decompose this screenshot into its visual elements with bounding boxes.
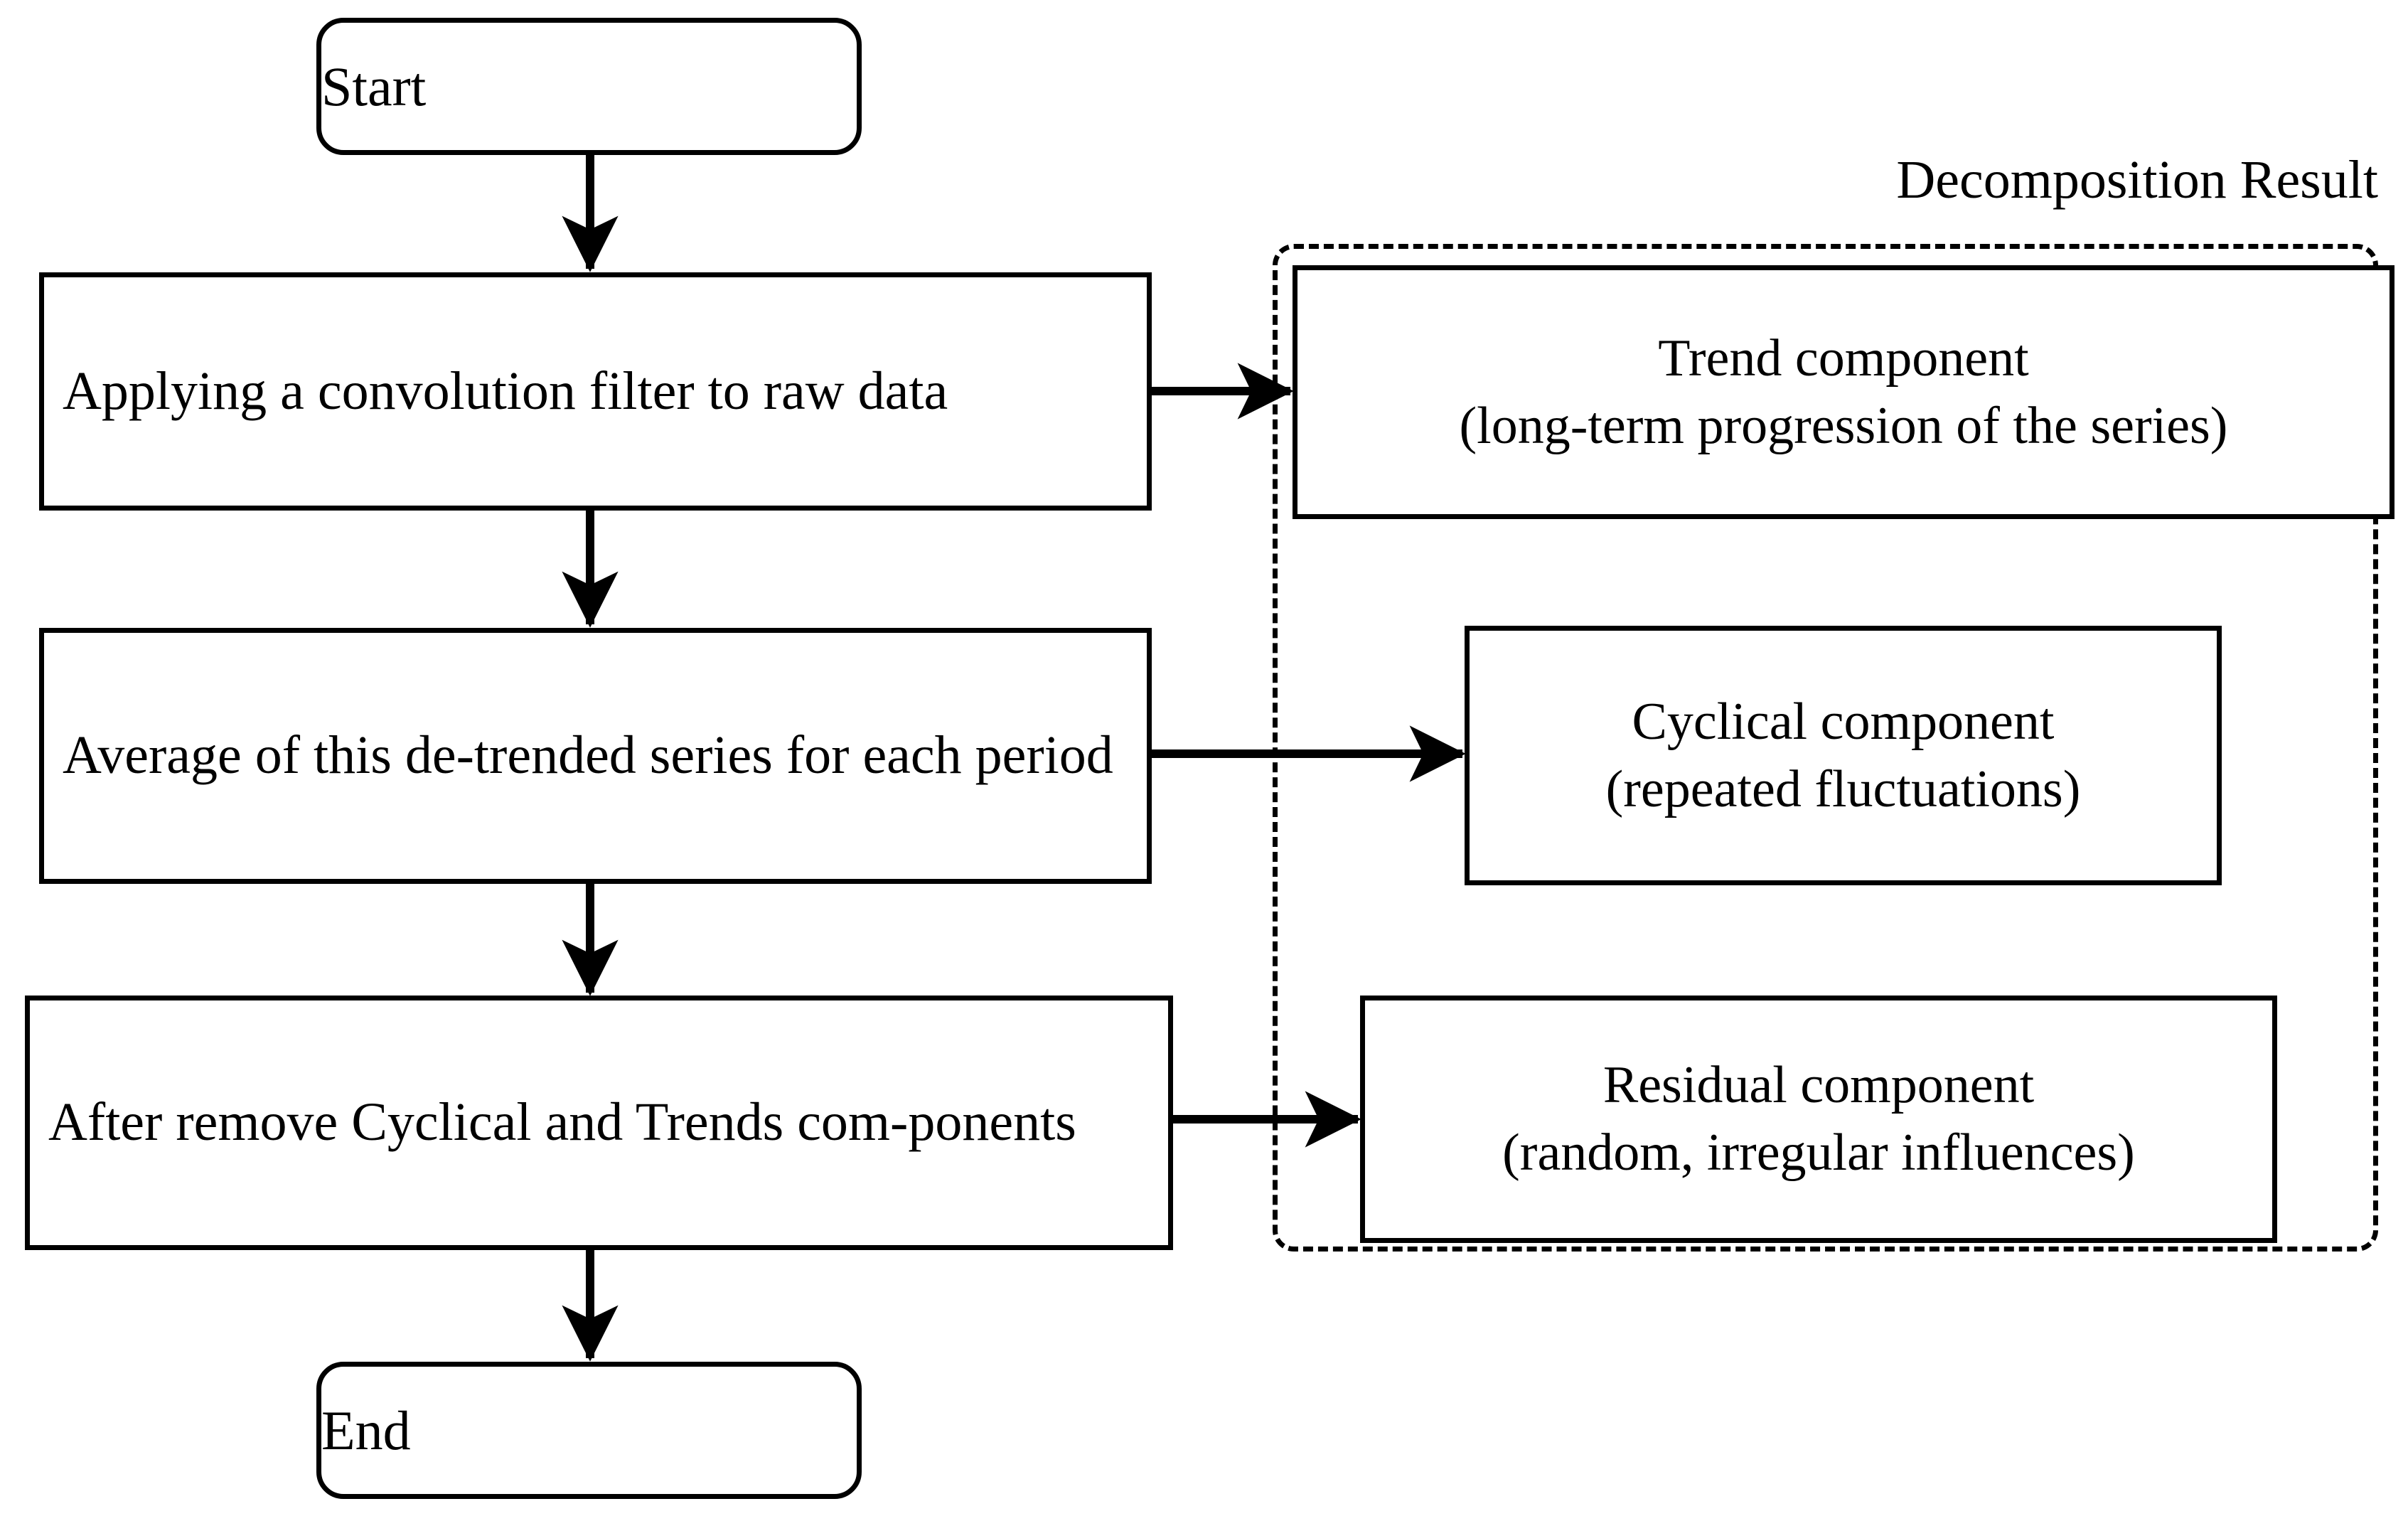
end-terminal-label: End bbox=[321, 1399, 411, 1461]
process-step-2-label: Average of this de-trended series for ea… bbox=[63, 725, 1113, 786]
result-residual-text: Residual component (random, irregular in… bbox=[1365, 1052, 2272, 1186]
process-step-average-detrended[interactable]: Average of this de-trended series for ea… bbox=[39, 628, 1152, 884]
result-trend-line2: (long-term progression of the series) bbox=[1459, 396, 2228, 455]
result-cyclical-component[interactable]: Cyclical component (repeated fluctuation… bbox=[1465, 626, 2222, 885]
process-step-remove-cyclical-trend[interactable]: After remove Cyclical and Trends com-pon… bbox=[25, 996, 1173, 1250]
result-trend-line1: Trend component bbox=[1658, 329, 2029, 388]
result-residual-component[interactable]: Residual component (random, irregular in… bbox=[1360, 996, 2277, 1243]
result-residual-line2: (random, irregular influences) bbox=[1502, 1124, 2135, 1182]
decomposition-result-label: Decomposition Result bbox=[1896, 150, 2378, 210]
result-cyclical-line2: (repeated fluctuations) bbox=[1605, 759, 2081, 818]
process-step-convolution-filter[interactable]: Applying a convolution filter to raw dat… bbox=[39, 272, 1152, 511]
result-cyclical-line1: Cyclical component bbox=[1632, 692, 2055, 751]
start-terminal[interactable]: Start bbox=[316, 18, 862, 155]
result-cyclical-text: Cyclical component (repeated fluctuation… bbox=[1470, 688, 2217, 823]
start-terminal-label: Start bbox=[321, 55, 427, 117]
process-step-1-label: Applying a convolution filter to raw dat… bbox=[63, 361, 948, 421]
process-step-3-label: After remove Cyclical and Trends com-pon… bbox=[48, 1092, 1076, 1153]
end-terminal[interactable]: End bbox=[316, 1362, 862, 1499]
result-residual-line1: Residual component bbox=[1602, 1056, 2035, 1115]
result-trend-component[interactable]: Trend component (long-term progression o… bbox=[1293, 265, 2394, 519]
result-trend-text: Trend component (long-term progression o… bbox=[1297, 325, 2390, 459]
